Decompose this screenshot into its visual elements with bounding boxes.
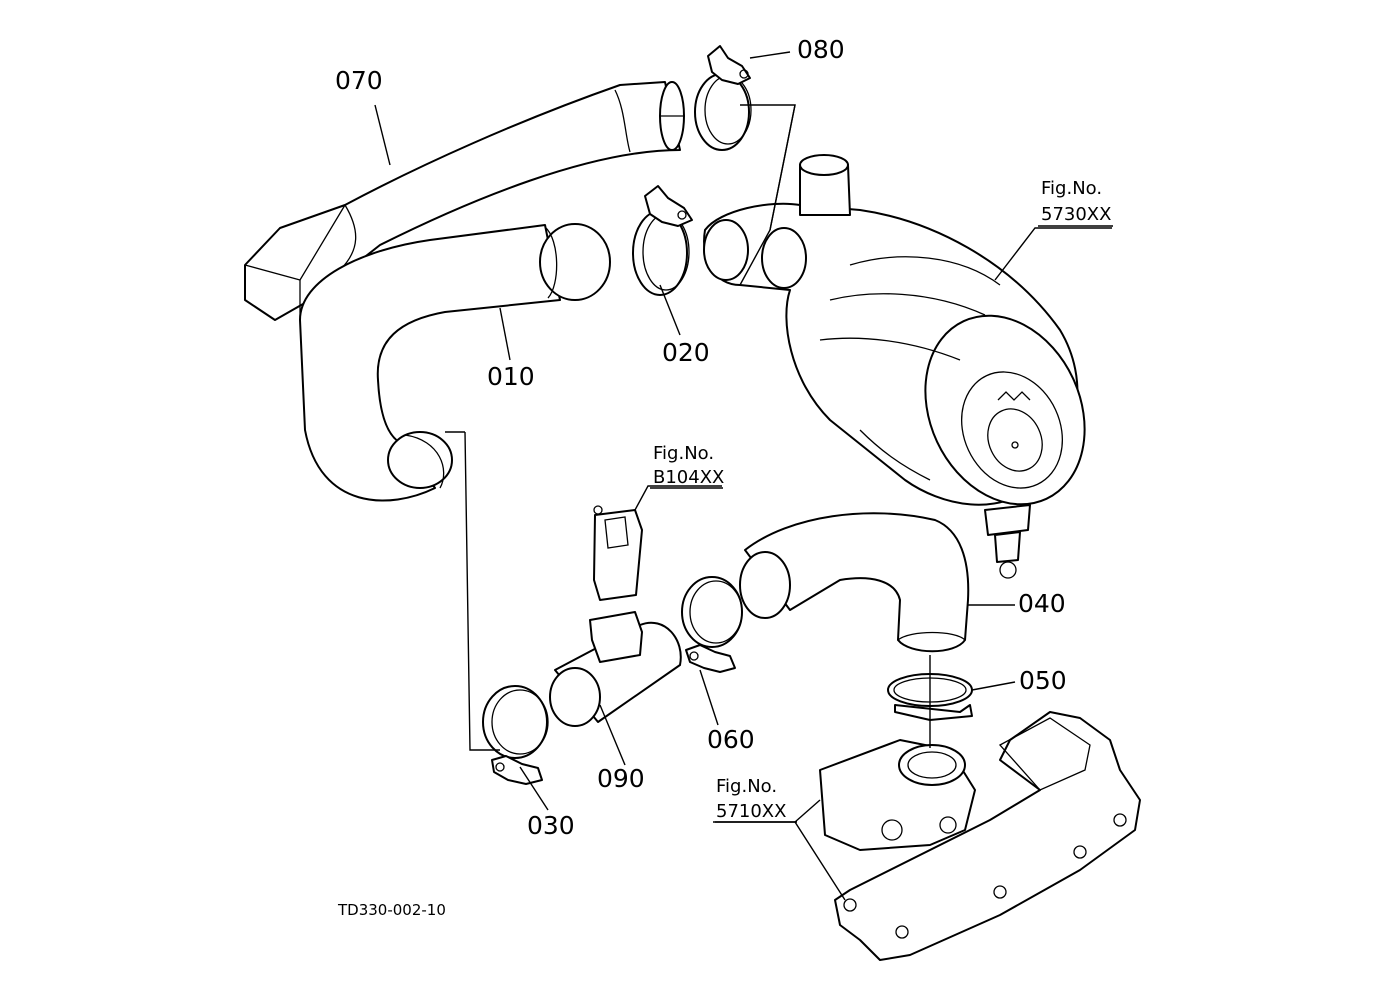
label-040: 040 [1018, 589, 1066, 618]
fig-ref-manifold-line2: 5710XX [716, 801, 786, 822]
airflow-sensor [593, 505, 643, 601]
hose-clamp-030 [482, 685, 549, 785]
fig-ref-manifold-line1: Fig.No. [716, 776, 777, 797]
label-050: 050 [1019, 666, 1067, 695]
label-020: 020 [662, 338, 710, 367]
drawing-number: TD330-002-10 [337, 901, 446, 919]
label-060: 060 [707, 725, 755, 754]
label-070: 070 [335, 66, 383, 95]
fig-ref-air-cleaner-line1: Fig.No. [1041, 178, 1102, 199]
label-030: 030 [527, 811, 575, 840]
label-080: 080 [797, 35, 845, 64]
callout-labels: 070 080 010 020 040 050 060 090 030 [335, 35, 1067, 840]
hose-clamp-020 [632, 185, 693, 296]
figure-references: Fig.No. 5730XX Fig.No. B104XX Fig.No. 57… [650, 178, 1113, 823]
label-090: 090 [597, 764, 645, 793]
fig-ref-sensor-line1: Fig.No. [653, 443, 714, 464]
sensor-tube-090 [549, 611, 682, 727]
hose-010 [299, 223, 611, 502]
air-cleaner-assembly [703, 154, 1086, 579]
fig-ref-sensor-line2: B104XX [653, 467, 724, 488]
label-010: 010 [487, 362, 535, 391]
hose-clamp-080 [694, 45, 752, 151]
fig-ref-air-cleaner-line2: 5730XX [1041, 204, 1111, 225]
hose-clamp-060 [681, 576, 743, 673]
intake-manifold [819, 711, 1141, 961]
elbow-hose-040 [739, 512, 970, 653]
